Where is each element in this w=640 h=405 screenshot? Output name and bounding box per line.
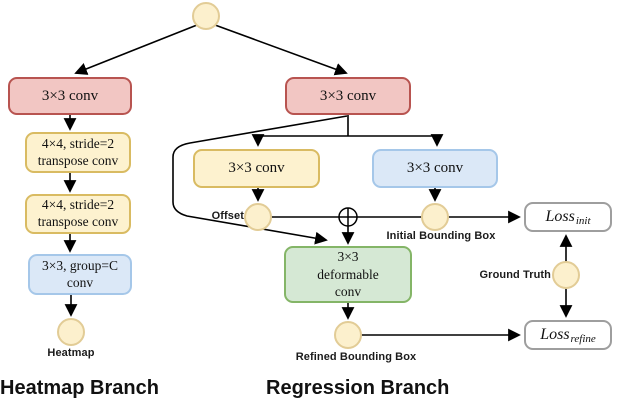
heatmap-label: Heatmap bbox=[47, 347, 95, 359]
ground-truth-node bbox=[552, 261, 580, 289]
transpose-conv-box-1: 4×4, stride=2 transpose conv bbox=[25, 132, 131, 173]
box-label: 3×3 conv bbox=[41, 87, 99, 104]
heatmap-conv-box: 3×3 conv bbox=[8, 77, 132, 115]
group-conv-box: 3×3, group=C conv bbox=[28, 254, 132, 295]
add-icon bbox=[338, 207, 358, 227]
offset-label: Offset bbox=[211, 210, 244, 222]
box-label: 3×3 conv bbox=[406, 160, 464, 177]
bbox-conv-box: 3×3 conv bbox=[372, 149, 498, 188]
loss-label: Loss bbox=[540, 326, 570, 343]
deformable-conv-box: 3×3 deformable conv bbox=[284, 246, 412, 303]
box-label: 3×3 conv bbox=[319, 87, 377, 104]
heatmap-branch-title: Heatmap Branch bbox=[0, 377, 159, 399]
regression-conv-box: 3×3 conv bbox=[285, 77, 411, 115]
arrow-input-to-regression-conv bbox=[214, 24, 348, 76]
box-label: 3×3 conv bbox=[228, 160, 285, 177]
input-node bbox=[192, 2, 220, 30]
regression-branch-title: Regression Branch bbox=[266, 377, 450, 399]
box-label-line: conv bbox=[66, 274, 94, 290]
box-label-line: transpose conv bbox=[37, 152, 119, 168]
connector-regression-split bbox=[258, 115, 437, 137]
box-label-line: deformable bbox=[317, 266, 379, 282]
refined-bbox-label: Refined Bounding Box bbox=[295, 351, 417, 363]
box-label-line: conv bbox=[334, 284, 362, 300]
box-label-line: transpose conv bbox=[37, 214, 119, 229]
offset-conv-box: 3×3 conv bbox=[193, 149, 320, 188]
box-label-line: 3×3, group=C bbox=[42, 257, 118, 273]
heatmap-node bbox=[57, 318, 85, 346]
box-label-line: 4×4, stride=2 bbox=[41, 135, 115, 151]
arrow-input-to-heatmap-conv bbox=[74, 24, 198, 75]
loss-label: Loss bbox=[545, 208, 575, 225]
box-label-line: 3×3 bbox=[337, 249, 359, 265]
skip-connection-to-deformable-conv bbox=[172, 115, 348, 245]
loss-subscript: init bbox=[575, 215, 591, 227]
initial-bbox-label: Initial Bounding Box bbox=[386, 230, 496, 242]
refined-bbox-node bbox=[334, 321, 362, 349]
box-label-line: 4×4, stride=2 bbox=[41, 197, 115, 213]
initial-bbox-node bbox=[421, 203, 449, 231]
ground-truth-label: Ground Truth bbox=[479, 269, 551, 281]
transpose-conv-box-2: 4×4, stride=2 transpose conv bbox=[25, 194, 131, 234]
offset-node bbox=[244, 203, 272, 231]
loss-subscript: refine bbox=[570, 333, 596, 345]
